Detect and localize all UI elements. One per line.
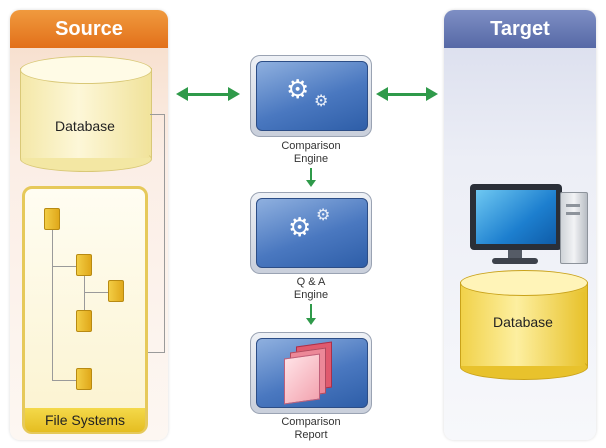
qa-engine-label: Q & A Engine xyxy=(293,276,329,301)
folder-icon xyxy=(108,280,124,302)
folder-icon xyxy=(76,368,92,390)
target-header: Target xyxy=(444,10,596,48)
source-database-label: Database xyxy=(55,118,115,134)
folder-icon xyxy=(44,208,60,230)
file-systems-label-bar: File Systems xyxy=(25,408,145,432)
gears-icon: ⚙ xyxy=(286,74,310,104)
source-header: Source xyxy=(10,10,168,48)
gear-small-icon: ⚙ xyxy=(314,93,329,110)
gear-small-icon: ⚙ xyxy=(316,207,331,224)
comparison-report-label: Comparison Report xyxy=(281,416,341,441)
comparison-engine-label: Comparison Engine xyxy=(281,140,341,165)
gears-icon: ⚙ xyxy=(288,212,312,242)
target-database-label: Database xyxy=(493,314,553,330)
folder-icon xyxy=(76,254,92,276)
source-header-label: Source xyxy=(55,17,123,40)
folder-icon xyxy=(76,310,92,332)
file-systems-label: File Systems xyxy=(44,412,126,428)
target-header-label: Target xyxy=(490,17,550,40)
